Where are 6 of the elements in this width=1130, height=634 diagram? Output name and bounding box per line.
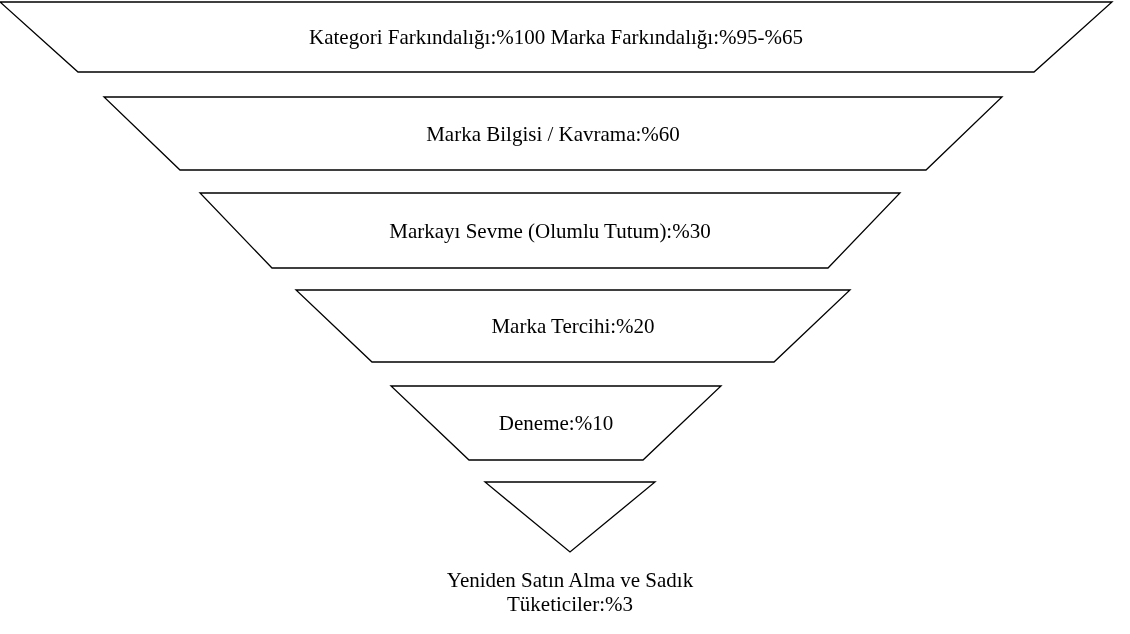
stage-label: Kategori Farkındalığı:%100 Marka Farkındalığı:%95-%65 — [309, 24, 803, 50]
stage-label: Yeniden Satın Alma ve Sadık Tüketiciler:%3 — [445, 568, 695, 616]
stage-label: Marka Tercihi:%20 — [491, 313, 655, 339]
stage-label: Markayı Sevme (Olumlu Tutum):%30 — [389, 218, 711, 243]
stage-label: Marka Bilgisi / Kavrama:%60 — [426, 121, 680, 146]
stage-label: Deneme:%10 — [498, 410, 614, 436]
